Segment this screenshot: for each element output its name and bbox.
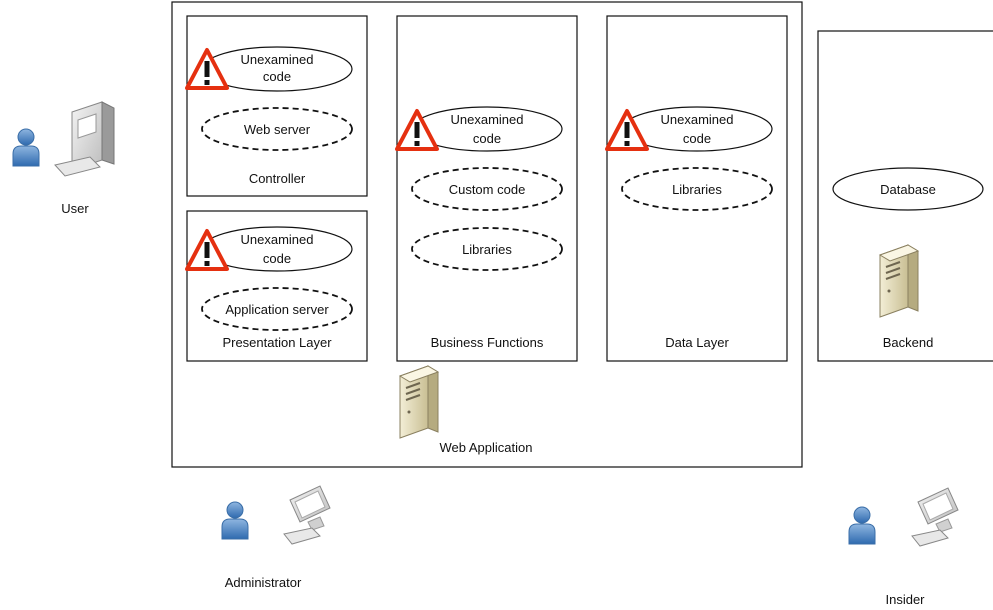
database-label: Database [880, 182, 936, 197]
application-server-ellipse [201, 287, 353, 331]
application-server-label: Application server [225, 302, 329, 317]
backend-server-icon [879, 244, 919, 318]
insider-computer-icon [911, 487, 959, 547]
web-application-server-icon [399, 365, 439, 439]
insider-person-icon [848, 506, 876, 545]
data-unexamined-line1: Unexamined [661, 112, 734, 127]
administrator-actor: Administrator [221, 485, 331, 590]
data-layer-title: Data Layer [665, 335, 729, 350]
insider-actor: Insider [848, 487, 959, 607]
database-ellipse [832, 167, 984, 211]
controller-unexamined-line2: code [263, 69, 291, 84]
web-server-label: Web server [244, 122, 311, 137]
business-functions-box: Unexamined code Custom code Libraries Bu… [395, 15, 578, 362]
controller-unexamined-line1: Unexamined [241, 52, 314, 67]
web-application-title: Web Application [440, 440, 533, 455]
backend-title: Backend [883, 335, 934, 350]
insider-label: Insider [885, 592, 925, 607]
presentation-layer-title: Presentation Layer [222, 335, 332, 350]
data-libraries-label: Libraries [672, 182, 722, 197]
administrator-computer-icon [283, 485, 331, 545]
presentation-unexamined-line2: code [263, 251, 291, 266]
web-server-ellipse [201, 107, 353, 151]
custom-code-ellipse [411, 167, 563, 211]
data-layer-box: Unexamined code Libraries Data Layer [605, 15, 788, 362]
custom-code-label: Custom code [449, 182, 526, 197]
data-unexamined-line2: code [683, 131, 711, 146]
user-person-icon [12, 128, 40, 167]
business-functions-title: Business Functions [431, 335, 544, 350]
business-unexamined-line1: Unexamined [451, 112, 524, 127]
backend-box: Database Backend [817, 30, 993, 362]
user-actor: User [12, 101, 115, 216]
business-libraries-ellipse [411, 227, 563, 271]
controller-box: Unexamined code Web server Controller [185, 15, 368, 197]
user-label: User [61, 201, 89, 216]
presentation-unexamined-line1: Unexamined [241, 232, 314, 247]
business-unexamined-line2: code [473, 131, 501, 146]
presentation-layer-box: Unexamined code Application server Prese… [185, 210, 368, 362]
administrator-label: Administrator [225, 575, 302, 590]
business-libraries-label: Libraries [462, 242, 512, 257]
data-libraries-ellipse [621, 167, 773, 211]
administrator-person-icon [221, 501, 249, 540]
controller-title: Controller [249, 171, 306, 186]
user-keyboard-icon [54, 156, 101, 177]
